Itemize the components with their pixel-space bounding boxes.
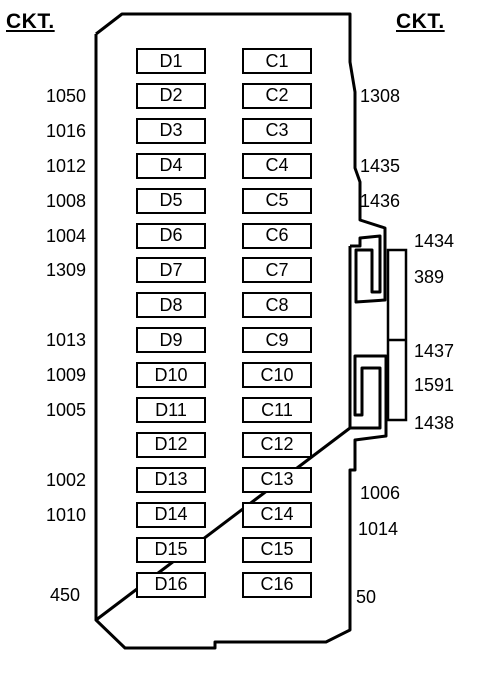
fuse-right-11: C11 bbox=[242, 397, 312, 423]
left-ckt-label-10: 1009 bbox=[45, 365, 86, 386]
right-ckt-label-2: 1308 bbox=[360, 85, 401, 106]
fuse-left-9: D9 bbox=[136, 327, 206, 354]
connector-ckt-label-2: 389 bbox=[414, 267, 445, 287]
left-ckt-label-5: 1008 bbox=[45, 190, 86, 211]
fuse-left-13: D13 bbox=[136, 466, 206, 493]
fuse-left-8: D8 bbox=[136, 292, 206, 319]
left-ckt-label-9: 1013 bbox=[45, 330, 86, 351]
connector-bracket bbox=[386, 248, 408, 422]
fuse-right-1: C1 bbox=[242, 48, 312, 74]
fuse-right-8: C8 bbox=[242, 292, 312, 319]
fuse-left-16: D16 bbox=[136, 571, 206, 598]
left-ckt-label-7: 1309 bbox=[45, 260, 86, 281]
left-ckt-label-13: 1002 bbox=[45, 469, 86, 490]
fuse-right-16: C16 bbox=[242, 571, 312, 598]
fuse-left-7: D7 bbox=[136, 257, 206, 284]
left-ckt-label-4: 1012 bbox=[45, 155, 86, 176]
header-ckt-left: CKT. bbox=[6, 10, 55, 33]
connector-ckt-label-1: 1434 bbox=[414, 231, 455, 251]
fuse-left-12: D12 bbox=[136, 431, 206, 458]
fuse-right-4: C4 bbox=[242, 152, 312, 179]
fuse-left-4: D4 bbox=[136, 152, 206, 179]
fuse-right-7: C7 bbox=[242, 257, 312, 284]
housing-outline bbox=[94, 12, 388, 650]
fuse-right-9: C9 bbox=[242, 327, 312, 354]
fuse-left-15: D15 bbox=[136, 536, 206, 563]
left-ckt-label-16: 450 bbox=[49, 585, 80, 605]
fuse-left-11: D11 bbox=[136, 397, 206, 423]
right-ckt-label-14: 1014 bbox=[358, 519, 399, 539]
fuse-right-12: C12 bbox=[242, 431, 312, 458]
fuse-right-14: C14 bbox=[242, 501, 312, 528]
left-ckt-label-6: 1004 bbox=[45, 225, 86, 246]
fuse-left-5: D5 bbox=[136, 187, 206, 214]
connector-ckt-label-3: 1437 bbox=[414, 341, 455, 361]
fuse-right-3: C3 bbox=[242, 117, 312, 144]
left-ckt-label-3: 1016 bbox=[45, 120, 86, 141]
right-ckt-label-4: 1435 bbox=[360, 155, 401, 176]
fuse-left-1: D1 bbox=[136, 48, 206, 74]
fuse-right-13: C13 bbox=[242, 466, 312, 493]
right-ckt-label-5: 1436 bbox=[360, 190, 401, 211]
fuse-left-6: D6 bbox=[136, 222, 206, 249]
fuse-left-2: D2 bbox=[136, 82, 206, 109]
left-ckt-label-14: 1010 bbox=[45, 504, 86, 525]
left-ckt-label-11: 1005 bbox=[45, 400, 86, 420]
connector-ckt-label-4: 1591 bbox=[414, 375, 455, 395]
fuse-left-10: D10 bbox=[136, 362, 206, 389]
right-ckt-label-13: 1006 bbox=[360, 483, 401, 503]
left-ckt-label-2: 1050 bbox=[45, 85, 86, 106]
fuse-right-15: C15 bbox=[242, 536, 312, 563]
fuse-right-6: C6 bbox=[242, 222, 312, 249]
fuse-left-14: D14 bbox=[136, 501, 206, 528]
fuse-left-3: D3 bbox=[136, 117, 206, 144]
header-ckt-right: CKT. bbox=[396, 10, 445, 33]
fuse-right-10: C10 bbox=[242, 362, 312, 389]
fuse-right-5: C5 bbox=[242, 187, 312, 214]
connector-ckt-label-5: 1438 bbox=[414, 413, 455, 433]
fuse-right-2: C2 bbox=[242, 82, 312, 109]
right-ckt-label-16: 50 bbox=[356, 587, 377, 607]
